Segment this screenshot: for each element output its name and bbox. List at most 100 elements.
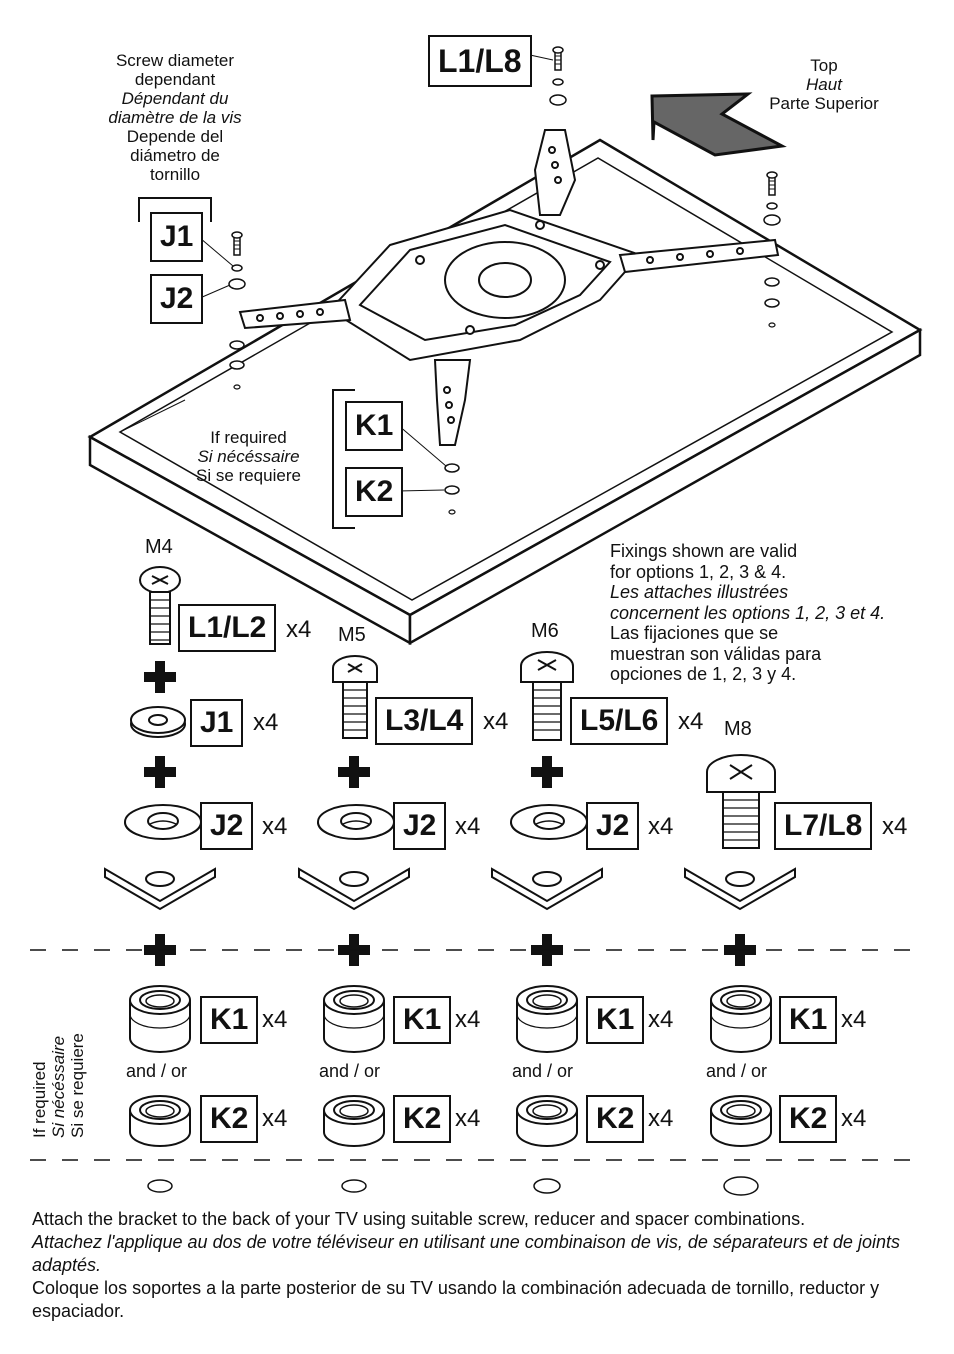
label-k2-col1: K2 [200, 1095, 259, 1143]
side-required-line: Si se requiere [68, 1033, 87, 1138]
label-l1-l8: L1/L8 [428, 35, 532, 87]
fixings-note-line: Fixings shown are valid [610, 541, 798, 561]
required-line: If required [210, 428, 287, 447]
label-k1-col4: K1 [779, 996, 838, 1044]
qty-k2-col4: x4 [841, 1105, 867, 1132]
label-k2-col3: K2 [586, 1095, 645, 1143]
qty-l3-l4: x4 [483, 708, 509, 735]
qty-k2-col1: x4 [262, 1105, 288, 1132]
label-j1: J1 [190, 699, 244, 747]
tv-hole-icon [491, 868, 603, 910]
screw-note-line: diamètre de la vis [108, 108, 242, 127]
top-note-line: Haut [806, 75, 842, 94]
column-m5 [298, 655, 410, 1193]
screw-note-line: Dépendant du [121, 89, 229, 108]
spacer-k1-icon [516, 985, 578, 1053]
instructions-fr: Attachez l'applique au dos de votre télé… [32, 1232, 900, 1275]
label-j2-top: J2 [150, 274, 204, 324]
fixings-note-line: for options 1, 2, 3 & 4. [610, 561, 787, 582]
tv-hole-icon [104, 868, 216, 910]
top-arrow-icon [650, 92, 787, 157]
label-j2-col1: J2 [200, 802, 254, 850]
and-or-col1: and / or [126, 1061, 188, 1081]
spacer-k1-icon [323, 985, 385, 1053]
instructions-en: Attach the bracket to the back of your T… [32, 1209, 806, 1229]
tv-hole-icon [298, 868, 410, 910]
fixings-note-line: concernent les options 1, 2, 3 et 4. [610, 602, 886, 623]
plus-icon [531, 756, 563, 788]
label-l1-l2: L1/L2 [178, 604, 277, 652]
label-l3-l4: L3/L4 [375, 697, 474, 745]
washer-j2-icon [510, 804, 588, 840]
label-k2-top: K2 [345, 467, 404, 517]
screw-note-line: diámetro de [130, 146, 220, 165]
screw-m5-icon [332, 655, 378, 739]
hole-icon [341, 1179, 367, 1193]
qty-l5-l6: x4 [678, 708, 704, 735]
top-note-line: Parte Superior [769, 94, 879, 113]
qty-j2-col2: x4 [455, 813, 481, 840]
label-k1-col1: K1 [200, 996, 259, 1044]
qty-l1-l2: x4 [286, 616, 312, 643]
label-k1-col2: K1 [393, 996, 452, 1044]
label-k1-col3: K1 [586, 996, 645, 1044]
and-or-col3: and / or [512, 1061, 574, 1081]
side-required-line: If required [30, 1061, 49, 1138]
required-line: Si se requiere [196, 466, 301, 485]
fixings-note-line: muestran son válidas para [610, 643, 822, 664]
screw-m6-icon [520, 651, 574, 741]
screw-note-line: dependant [134, 70, 216, 89]
hole-icon [533, 1178, 561, 1194]
qty-k2-col3: x4 [648, 1105, 674, 1132]
spacer-k2-icon [323, 1095, 385, 1147]
exploded-hardware [199, 46, 781, 515]
fixings-note-line: Las fijaciones que se [610, 623, 779, 643]
size-m8: M8 [724, 718, 752, 740]
label-k1-top: K1 [345, 401, 404, 451]
if-required-note: If required Si nécéssaire Si se requiere [176, 428, 321, 485]
qty-j1: x4 [253, 709, 279, 736]
instructions-es: Coloque los soportes a la parte posterio… [32, 1278, 880, 1321]
hole-icon [147, 1179, 173, 1193]
fixings-note: Fixings shown are valid for options 1, 2… [610, 541, 940, 685]
hole-icon [723, 1176, 759, 1196]
required-line: Si nécéssaire [197, 447, 300, 466]
qty-k2-col2: x4 [455, 1105, 481, 1132]
washer-j1-icon [130, 706, 186, 738]
screw-m8-icon [706, 754, 776, 849]
size-m5: M5 [338, 624, 366, 646]
label-j2-col2: J2 [393, 802, 447, 850]
washer-j2-icon [317, 804, 395, 840]
column-m8 [684, 754, 796, 1196]
fixings-note-line: opciones de 1, 2, 3 y 4. [610, 664, 797, 684]
column-m6 [491, 651, 603, 1194]
fixings-note-line: Les attaches illustrées [610, 582, 789, 602]
screw-note-line: tornillo [149, 165, 201, 184]
size-m4: M4 [145, 536, 173, 558]
tv-hole-icon [684, 868, 796, 910]
spacer-k2-icon [516, 1095, 578, 1147]
size-m6: M6 [531, 620, 559, 642]
spacer-k2-icon [129, 1095, 191, 1147]
plus-icon [144, 756, 176, 788]
required-bracket [332, 389, 355, 529]
and-or-col2: and / or [319, 1061, 381, 1081]
screw-note-bracket [138, 197, 212, 222]
qty-k1-col1: x4 [262, 1006, 288, 1033]
spacer-k1-icon [129, 985, 191, 1053]
wall-bracket [238, 129, 780, 446]
spacer-k1-icon [710, 985, 772, 1053]
qty-k1-col3: x4 [648, 1006, 674, 1033]
label-j1-top: J1 [150, 212, 204, 262]
screw-m4-icon [139, 566, 181, 645]
spacer-k2-icon [710, 1095, 772, 1147]
label-l7-l8: L7/L8 [774, 802, 873, 850]
top-direction-note: Top Haut Parte Superior [750, 56, 898, 113]
qty-l7-l8: x4 [882, 813, 908, 840]
washer-j2-icon [124, 804, 202, 840]
screw-note-line: Screw diameter [115, 51, 235, 70]
column-m4 [104, 566, 216, 1193]
label-k2-col4: K2 [779, 1095, 838, 1143]
label-k2-col2: K2 [393, 1095, 452, 1143]
